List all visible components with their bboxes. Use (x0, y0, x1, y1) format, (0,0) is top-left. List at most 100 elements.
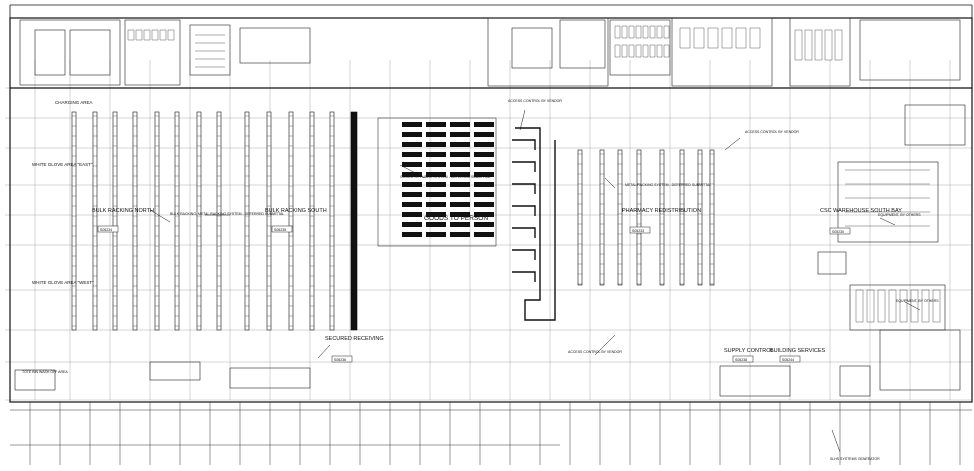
office-cell (649, 25, 656, 39)
bulk-rack-row (132, 111, 138, 331)
bulk-rack-row (154, 111, 160, 331)
label-metal-racking: METAL RACKING SYSTEM - DEFERRED SUBMITTA… (625, 183, 711, 187)
bulk-rack-row (196, 111, 202, 331)
office-cell (642, 25, 649, 39)
tag-bulk-north: S05234 (100, 228, 112, 232)
office-cell (834, 29, 843, 61)
gtp-storage-row (402, 152, 422, 157)
label-building-services: BUILDING SERVICES (770, 348, 826, 354)
office-cell (628, 25, 635, 39)
conveyor-branch (512, 139, 536, 150)
gtp-storage-row (474, 122, 494, 127)
csc-cell (899, 289, 908, 323)
office-cell (656, 44, 663, 58)
csc-cell (877, 289, 886, 323)
office-cell (614, 25, 621, 39)
office-cell (159, 29, 167, 41)
gtp-storage-row (426, 152, 446, 157)
csc-cell (921, 289, 930, 323)
label-bulk-racking-metal: BULK RACKING, METAL RACKING SYSTEM - DEF… (170, 212, 284, 216)
zone-labels: CHARGING AREA WHITE GLOVE AREA "EAST" WH… (22, 99, 939, 461)
conveyor-branch (512, 205, 536, 216)
gtp-storage-row (402, 122, 422, 127)
bulk-rack-row (112, 111, 118, 331)
office-cell (721, 27, 733, 49)
office-cell (635, 25, 642, 39)
office-cell (143, 29, 151, 41)
label-goods-to-public: GOODS TO PUBLIC SYSTEM - DEFERRED SUBMIT… (400, 175, 490, 179)
bulk-rack-row (309, 111, 315, 331)
office-cell (735, 27, 747, 49)
csc-cell (932, 289, 941, 323)
office-center-detail (614, 25, 843, 61)
conveyor-path (515, 127, 556, 321)
tag-secured: S05236 (334, 358, 346, 362)
office-cell (621, 44, 628, 58)
pharmacy-rack-row (599, 149, 605, 286)
gtp-storage-row (474, 152, 494, 157)
leader-lines (149, 109, 921, 453)
bulk-rack-row (350, 111, 358, 331)
gtp-storage-row (474, 212, 494, 217)
office-cell (794, 29, 803, 61)
gtp-storage-row (450, 132, 470, 137)
office-cell (614, 44, 621, 58)
tag-supply: S05238 (735, 358, 747, 362)
pharmacy-rack-row (636, 149, 642, 286)
label-equipment-1: EQUIPMENT, BY OTHERS (878, 213, 921, 217)
conveyor-branch (512, 249, 536, 260)
label-goods-to-person: GOODS TO PERSON (424, 215, 488, 222)
south-rooms (14, 329, 961, 397)
gtp-storage-row (474, 232, 494, 237)
office-cell (642, 44, 649, 58)
gtp-storage-row (426, 162, 446, 167)
label-access-control-2: ACCESS CONTROL BY VENDOR (745, 130, 799, 134)
gtp-storage-row (402, 192, 422, 197)
gtp-storage-row (426, 212, 446, 217)
gtp-storage-row (450, 212, 470, 217)
gtp-storage-row (474, 132, 494, 137)
gtp-storage-row (474, 162, 494, 167)
bulk-rack-row (329, 111, 335, 331)
label-bulk-racking-north: BULK RACKING NORTH (92, 208, 154, 214)
bulk-rack-row (288, 111, 294, 331)
office-cell (824, 29, 833, 61)
bulk-rack-row (244, 111, 250, 331)
gtp-storage-row (426, 132, 446, 137)
goods-to-person-zone (377, 117, 556, 321)
gtp-storage-row (426, 182, 446, 187)
gtp-storage-row (474, 222, 494, 227)
gtp-storage-row (402, 142, 422, 147)
label-white-glove-east: WHITE GLOVE AREA "EAST" (32, 162, 93, 167)
gtp-storage-row (450, 162, 470, 167)
north-office-block-west (19, 19, 311, 86)
bulk-rack-row (92, 111, 98, 331)
gtp-storage-row (450, 232, 470, 237)
gtp-storage-row (450, 122, 470, 127)
pharmacy-rack-row (577, 149, 583, 286)
label-access-control-1: ACCESS CONTROL BY VENDOR (508, 99, 562, 103)
gtp-storage-row (450, 172, 470, 177)
bulk-racking-rows (71, 111, 358, 331)
north-office-block-center (487, 17, 961, 87)
gtp-storage-row (450, 142, 470, 147)
gtp-storage-row (426, 192, 446, 197)
gtp-storage-row (450, 192, 470, 197)
label-slhs-generator: SLHS SYSTEMS GENERATOR (830, 457, 880, 461)
gtp-storage-row (402, 132, 422, 137)
pharmacy-rack-row (659, 149, 665, 286)
pharmacy-rack-row (617, 149, 623, 286)
gtp-storage-row (474, 202, 494, 207)
office-cell (707, 27, 719, 49)
label-white-glove-west: WHITE GLOVE AREA "WEST" (32, 280, 94, 285)
label-charging-area: CHARGING AREA (55, 100, 93, 105)
office-cell (628, 44, 635, 58)
gtp-storage-row (450, 182, 470, 187)
gtp-storage-row (474, 172, 494, 177)
office-west-detail (127, 29, 225, 68)
bulk-rack-row (174, 111, 180, 331)
gtp-storage-row (474, 142, 494, 147)
gtp-storage-row (402, 232, 422, 237)
label-tote-bin-wash: TOTE BIN WASH OFF AREA (22, 370, 68, 374)
